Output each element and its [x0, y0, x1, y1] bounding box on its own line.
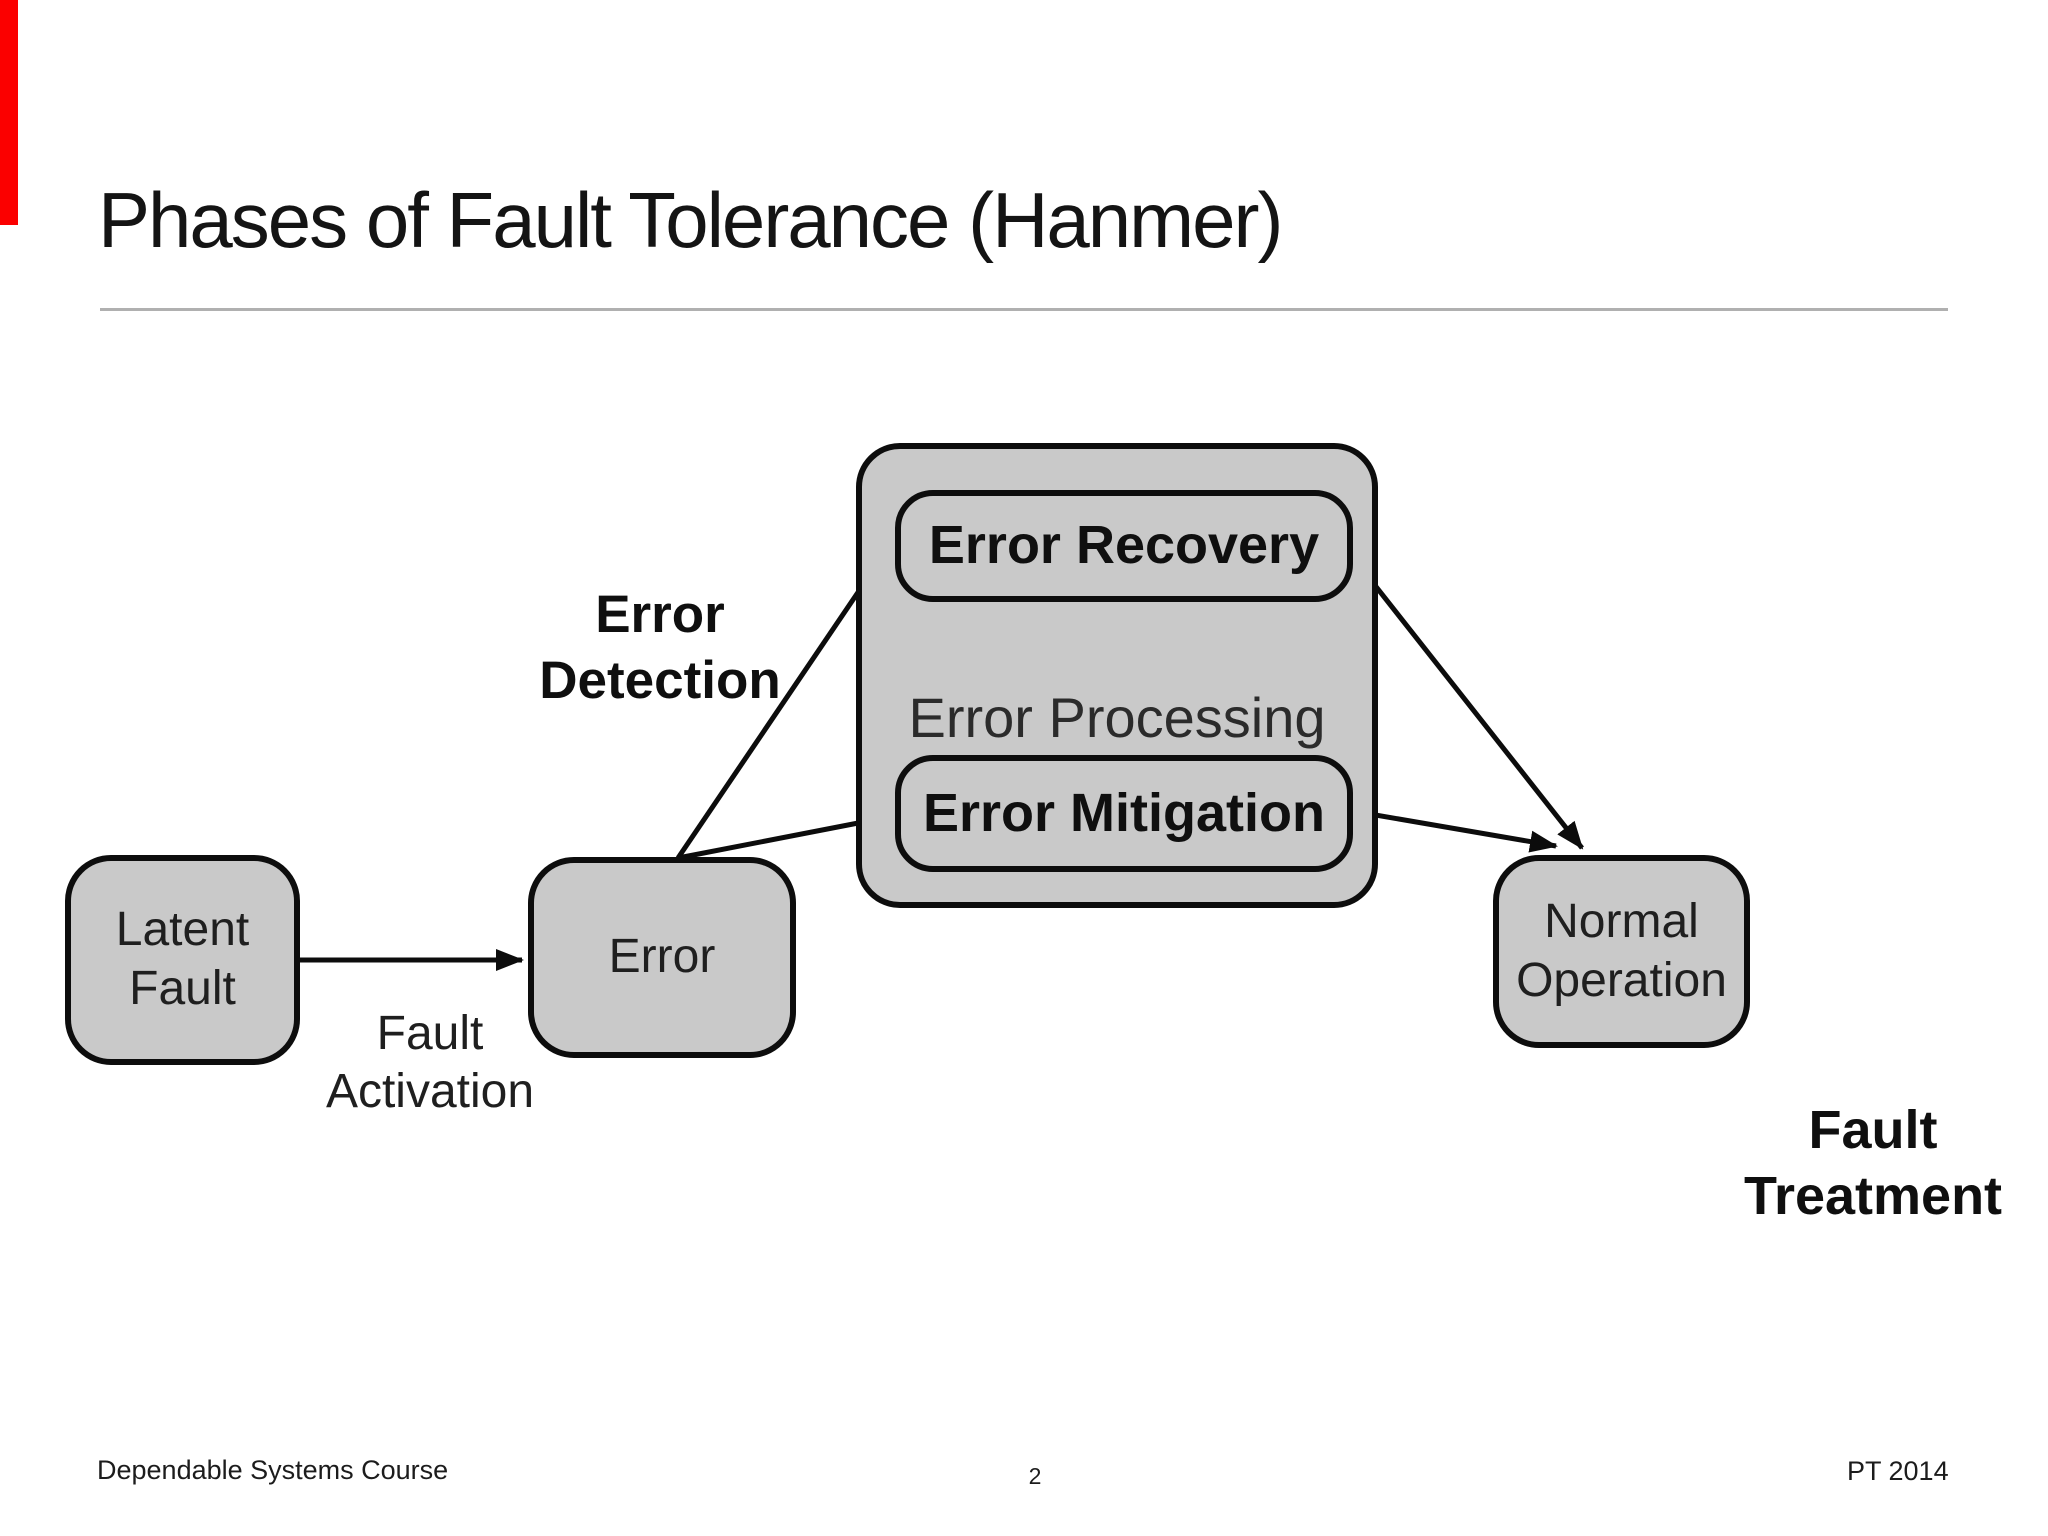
red-accent-bar	[0, 0, 18, 225]
footer-page-number: 2	[1028, 1463, 1042, 1489]
footer-author-year: PT 2014	[1847, 1456, 1949, 1486]
page-title: Phases of Fault Tolerance (Hanmer)	[98, 176, 1283, 264]
arrow-error-mitigation-to-normal-operation	[1357, 809, 1558, 853]
node-normal-operation: Normal Operation	[1493, 855, 1750, 1048]
arrow-error-recovery-to-normal-operation	[1353, 558, 1584, 850]
error-processing-label: Error Processing	[908, 685, 1326, 749]
fault-activation-label: Fault Activation	[325, 1007, 535, 1118]
fault-treatment-label: Fault Treatment	[1743, 1100, 2003, 1226]
node-latent-fault: Latent Fault	[65, 855, 300, 1065]
node-error-recovery: Error Recovery	[895, 490, 1353, 602]
title-divider-line	[100, 308, 1948, 311]
node-error-mitigation: Error Mitigation	[895, 755, 1353, 872]
node-error: Error	[528, 857, 796, 1058]
arrow-error-to-error-mitigation	[677, 812, 886, 861]
error-detection-label: Error Detection	[539, 585, 781, 711]
footer-course-name: Dependable Systems Course	[97, 1455, 449, 1485]
